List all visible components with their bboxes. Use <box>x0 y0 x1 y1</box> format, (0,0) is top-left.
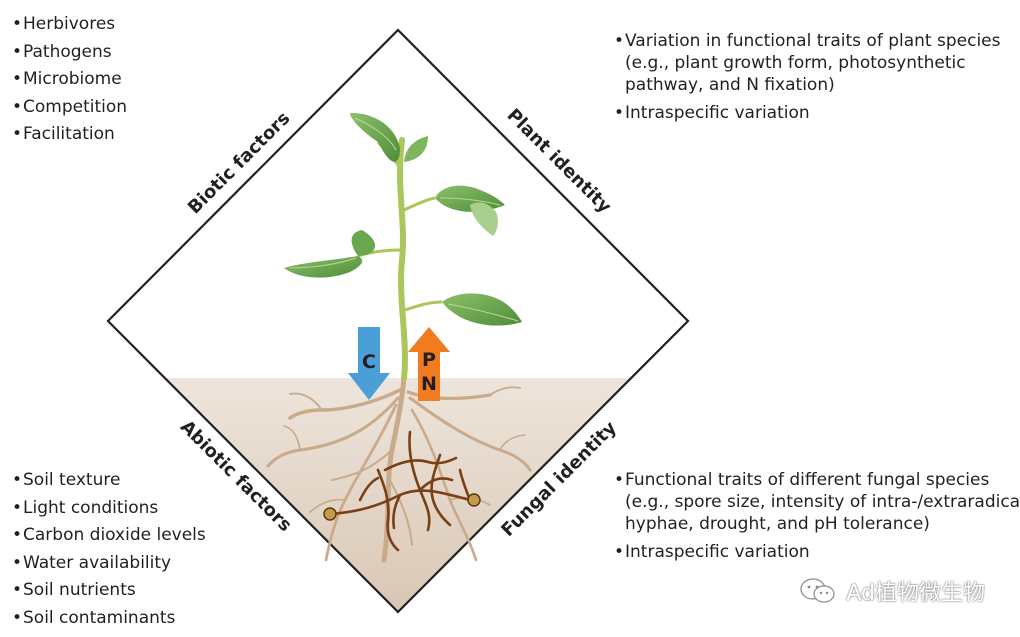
fungal-hyphae <box>328 430 472 552</box>
list-item: Soil nutrients <box>12 577 206 605</box>
fungal-identity-list: Functional traits of different fungal sp… <box>614 469 1020 569</box>
list-item-line: Functional traits of different fungal sp… <box>625 470 990 490</box>
biotic-factors-label: Biotic factors <box>184 108 294 218</box>
list-item: Variation in functional traits of plant … <box>614 30 1001 96</box>
plant-roots <box>266 375 532 563</box>
spore <box>323 507 337 521</box>
plant-leaves <box>284 112 522 326</box>
plant-stem <box>397 137 408 381</box>
list-item: Water availability <box>12 550 206 578</box>
list-item-line: hyphae, drought, and pH tolerance) <box>625 514 930 534</box>
wechat-icon <box>800 578 835 603</box>
list-item-line: (e.g., spore size, intensity of intra-/e… <box>625 492 1020 512</box>
list-item: Functional traits of different fungal sp… <box>614 469 1020 535</box>
list-item-line: (e.g., plant growth form, photosynthetic <box>625 53 966 73</box>
abiotic-factors-list: Soil texture Light conditions Carbon dio… <box>12 467 206 632</box>
list-item-line: Intraspecific variation <box>625 542 810 562</box>
list-item: Intraspecific variation <box>614 102 1001 124</box>
carbon-label: C <box>362 351 376 373</box>
list-item: Soil contaminants <box>12 605 206 633</box>
list-item: Intraspecific variation <box>614 541 1020 563</box>
plant-identity-list: Variation in functional traits of plant … <box>614 30 1001 130</box>
biotic-factors-list: Herbivores Pathogens Microbiome Competit… <box>12 11 127 149</box>
list-item-line: Intraspecific variation <box>625 103 810 123</box>
carbon-flux-arrow: C <box>348 327 390 400</box>
list-item: Carbon dioxide levels <box>12 522 206 550</box>
list-item: Pathogens <box>12 39 127 67</box>
spore <box>467 493 481 507</box>
watermark-text: Ad植物微生物 <box>846 581 985 606</box>
list-item: Light conditions <box>12 495 206 523</box>
list-item: Herbivores <box>12 11 127 39</box>
list-item: Soil texture <box>12 467 206 495</box>
nutrient-flux-arrow: P N <box>408 327 450 401</box>
list-item-line: Variation in functional traits of plant … <box>625 31 1001 51</box>
list-item-line: pathway, and N fixation) <box>625 75 835 95</box>
plant-identity-label: Plant identity <box>503 105 616 218</box>
list-item: Microbiome <box>12 66 127 94</box>
phosphorus-label: P <box>422 349 436 371</box>
diamond-frame <box>106 28 690 614</box>
list-item: Facilitation <box>12 121 127 149</box>
nitrogen-label: N <box>421 373 437 395</box>
watermark: Ad植物微生物 <box>798 575 985 607</box>
list-item: Competition <box>12 94 127 122</box>
